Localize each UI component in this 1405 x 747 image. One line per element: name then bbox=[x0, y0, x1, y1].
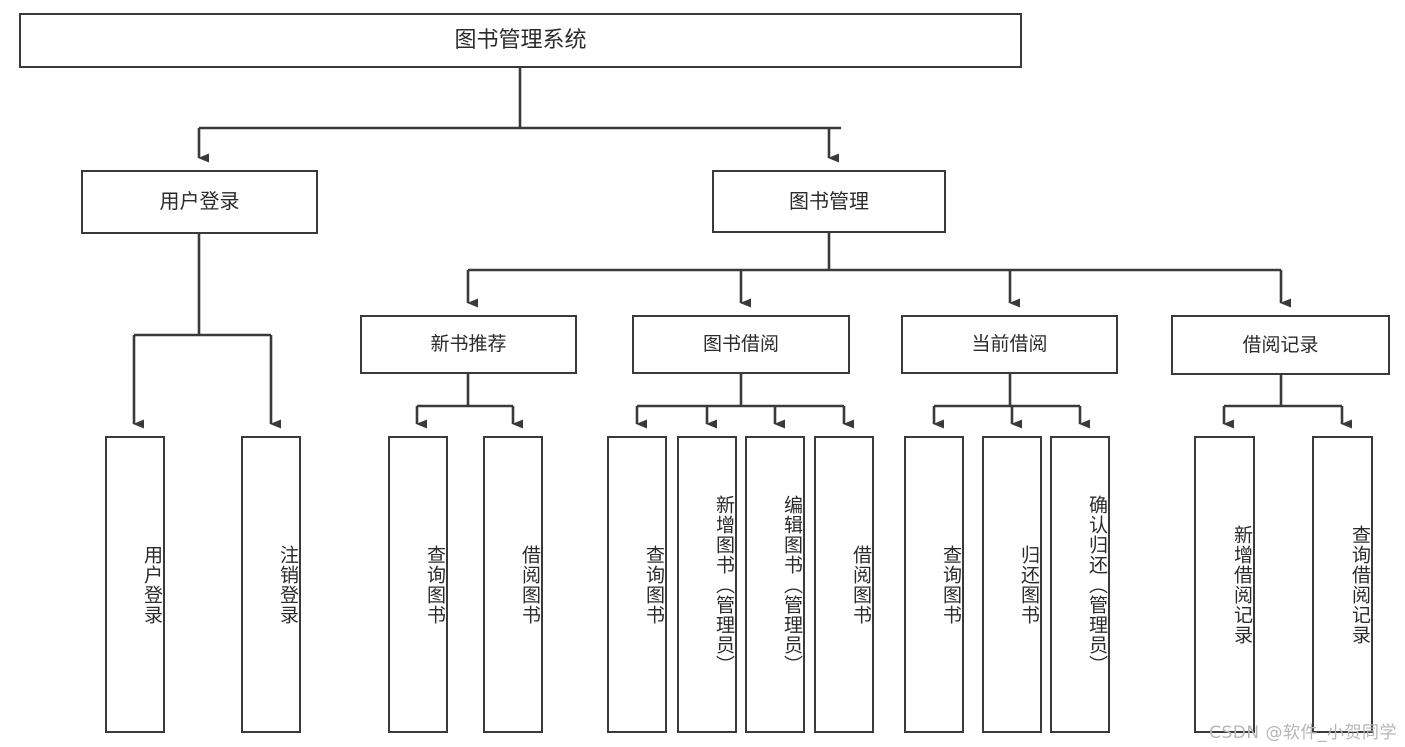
node-leaf-borrow-borrow-book[interactable]: 借阅图书 bbox=[814, 436, 874, 733]
node-book-borrow-label: 图书借阅 bbox=[702, 333, 779, 356]
node-user-login-label: 用户登录 bbox=[159, 189, 240, 214]
node-leaf-label: 归还图书 bbox=[1018, 544, 1040, 625]
node-borrow-record-label: 借阅记录 bbox=[1242, 333, 1319, 356]
node-leaf-label: 查询借阅记录 bbox=[1349, 524, 1371, 645]
node-user-login[interactable]: 用户登录 bbox=[81, 170, 318, 234]
node-leaf-label: 用户登录 bbox=[141, 544, 163, 625]
node-borrow-record[interactable]: 借阅记录 bbox=[1171, 315, 1390, 375]
node-leaf-record-query[interactable]: 查询借阅记录 bbox=[1312, 436, 1373, 733]
node-leaf-record-add[interactable]: 新增借阅记录 bbox=[1194, 436, 1255, 733]
node-leaf-label: 确认归还（管理员） bbox=[1086, 494, 1108, 675]
node-leaf-label: 查询图书 bbox=[940, 544, 962, 625]
node-leaf-current-return[interactable]: 归还图书 bbox=[982, 436, 1042, 733]
node-book-management-label: 图书管理 bbox=[789, 188, 869, 213]
node-new-book-recommend-label: 新书推荐 bbox=[430, 333, 507, 356]
node-leaf-label: 借阅图书 bbox=[850, 544, 872, 625]
node-leaf-label: 新增借阅记录 bbox=[1231, 524, 1253, 645]
node-leaf-label: 编辑图书（管理员） bbox=[781, 494, 803, 675]
node-leaf-label: 查询图书 bbox=[643, 544, 665, 625]
node-leaf-label: 注销登录 bbox=[277, 544, 299, 625]
node-leaf-current-query[interactable]: 查询图书 bbox=[904, 436, 964, 733]
node-leaf-user-login-login[interactable]: 用户登录 bbox=[105, 436, 165, 733]
node-current-borrow[interactable]: 当前借阅 bbox=[901, 315, 1118, 374]
node-current-borrow-label: 当前借阅 bbox=[971, 333, 1048, 356]
watermark: CSDN @软件_小贺同学 bbox=[1209, 723, 1397, 743]
node-root[interactable]: 图书管理系统 bbox=[19, 13, 1022, 68]
node-leaf-user-login-logout[interactable]: 注销登录 bbox=[241, 436, 301, 733]
node-leaf-current-confirm-return[interactable]: 确认归还（管理员） bbox=[1050, 436, 1110, 733]
node-leaf-label: 新增图书（管理员） bbox=[713, 494, 735, 675]
node-new-book-recommend[interactable]: 新书推荐 bbox=[360, 315, 577, 374]
node-book-management[interactable]: 图书管理 bbox=[712, 170, 946, 233]
node-leaf-label: 查询图书 bbox=[424, 544, 446, 625]
node-leaf-borrow-add-book[interactable]: 新增图书（管理员） bbox=[677, 436, 737, 733]
node-root-label: 图书管理系统 bbox=[454, 27, 587, 53]
node-leaf-borrow-edit-book[interactable]: 编辑图书（管理员） bbox=[745, 436, 805, 733]
node-book-borrow[interactable]: 图书借阅 bbox=[632, 315, 850, 374]
node-leaf-new-book-borrow[interactable]: 借阅图书 bbox=[483, 436, 543, 733]
node-leaf-label: 借阅图书 bbox=[519, 544, 541, 625]
node-leaf-new-book-query[interactable]: 查询图书 bbox=[388, 436, 448, 733]
node-leaf-borrow-query[interactable]: 查询图书 bbox=[607, 436, 667, 733]
